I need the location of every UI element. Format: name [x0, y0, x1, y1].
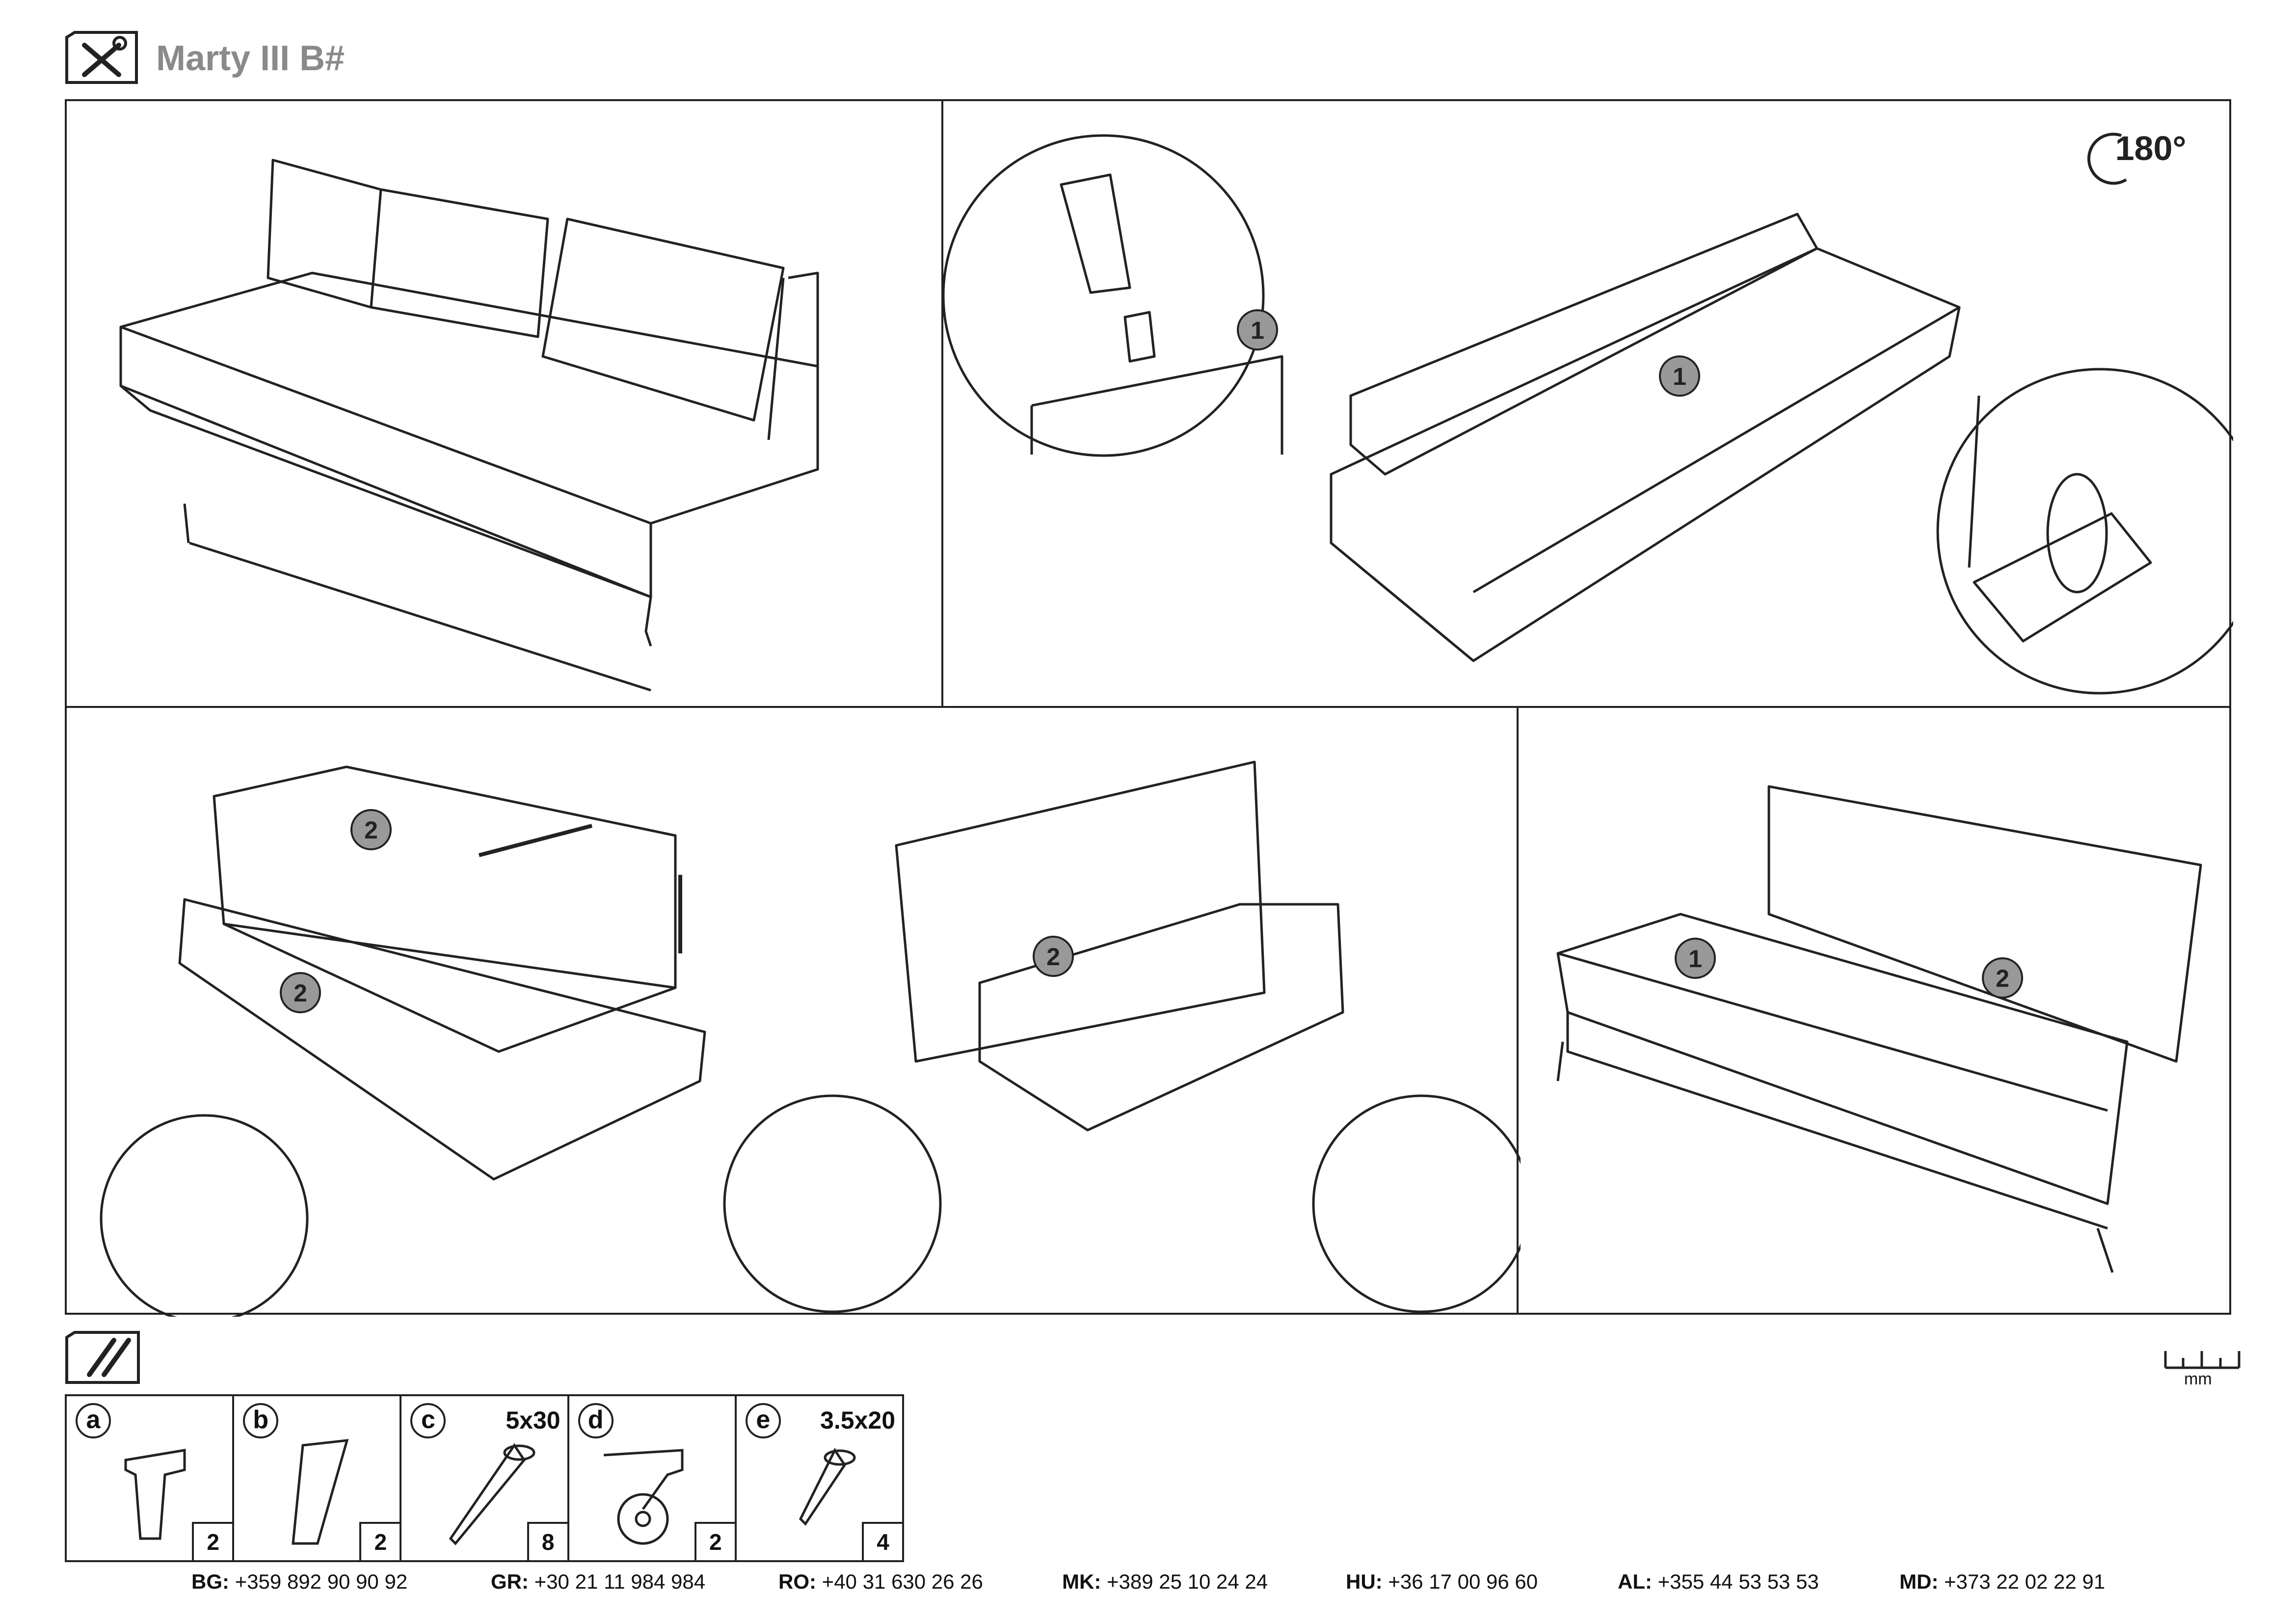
contact-code: AL:	[1618, 1570, 1652, 1593]
page-title: Marty III B#	[156, 39, 345, 78]
tools-icon	[65, 30, 138, 84]
contact-phone: +30 21 11 984 984	[534, 1570, 706, 1593]
contact-hu: HU: +36 17 00 96 60	[1346, 1570, 1538, 1594]
contact-mk: MK: +389 25 10 24 24	[1062, 1570, 1268, 1594]
contact-code: MK:	[1062, 1570, 1101, 1593]
backrest-hinges-illustration: 2 2 2	[100, 760, 1521, 1317]
ruler-unit-label: mm	[2184, 1370, 2212, 1388]
contact-gr: GR: +30 21 11 984 984	[491, 1570, 705, 1594]
part-letter: b	[243, 1403, 279, 1438]
part-a: a 2	[67, 1396, 235, 1560]
part-c: c 5x30 8	[401, 1396, 569, 1560]
part-quantity: 8	[527, 1522, 567, 1560]
part-letter: c	[410, 1403, 446, 1438]
rotate-arrow-icon	[2087, 133, 2127, 185]
callout-2-d: 2	[1996, 965, 2009, 992]
contact-code: MD:	[1899, 1570, 1939, 1593]
part-b: b 2	[234, 1396, 402, 1560]
rotation-label: 180°	[2115, 129, 2187, 167]
part-quantity: 2	[359, 1522, 400, 1560]
leg-mount-icon	[124, 1449, 186, 1540]
panel-legs-casters: 1 1 180°	[941, 99, 2233, 708]
contact-code: RO:	[778, 1570, 816, 1593]
callout-2-c: 2	[1046, 943, 1060, 971]
panel-final-sofa-bed: 1 2	[1517, 706, 2231, 1315]
contact-code: GR:	[491, 1570, 529, 1593]
contact-phone: +355 44 53 53 53	[1657, 1570, 1819, 1593]
callout-2-b: 2	[294, 979, 307, 1007]
panel-assembled-sofa	[65, 99, 943, 708]
part-size: 3.5x20	[820, 1407, 896, 1434]
part-quantity: 2	[192, 1522, 233, 1560]
contact-phone: +373 22 02 22 91	[1944, 1570, 2106, 1593]
part-letter: d	[578, 1403, 614, 1438]
caster-wheel-icon	[603, 1449, 684, 1545]
contact-list: BG: +359 892 90 90 92 GR: +30 21 11 984 …	[0, 1570, 2296, 1599]
part-quantity: 2	[694, 1522, 735, 1560]
screws-icon	[65, 1330, 143, 1384]
contact-phone: +40 31 630 26 26	[822, 1570, 983, 1593]
callout-1-c: 1	[1688, 945, 1702, 973]
ruler-icon: mm	[2163, 1348, 2241, 1388]
panel-backrest-hinges: 2 2 2	[65, 706, 1521, 1317]
contact-bg: BG: +359 892 90 90 92	[191, 1570, 407, 1594]
callout-2-a: 2	[364, 816, 378, 844]
contact-phone: +359 892 90 90 92	[235, 1570, 408, 1593]
contact-md: MD: +373 22 02 22 91	[1899, 1570, 2105, 1594]
contact-phone: +36 17 00 96 60	[1388, 1570, 1538, 1593]
part-size: 5x30	[506, 1407, 561, 1434]
part-letter: e	[745, 1403, 781, 1438]
screw-long-icon	[449, 1443, 535, 1545]
leg-icon	[292, 1439, 349, 1545]
contact-ro: RO: +40 31 630 26 26	[778, 1570, 983, 1594]
part-letter: a	[76, 1403, 111, 1438]
part-e: e 3.5x20 4	[737, 1396, 903, 1560]
parts-table: a 2 b 2 c 5x30 8 d 2 e 3.5x20	[65, 1394, 904, 1562]
contact-code: HU:	[1346, 1570, 1383, 1593]
contact-phone: +389 25 10 24 24	[1106, 1570, 1268, 1593]
screw-short-icon	[799, 1448, 856, 1526]
contact-code: BG:	[191, 1570, 229, 1593]
assembled-sofa-illustration	[119, 159, 819, 692]
part-quantity: 4	[862, 1522, 903, 1560]
contact-al: AL: +355 44 53 53 53	[1618, 1570, 1819, 1594]
callout-1-b: 1	[1673, 363, 1686, 390]
part-d: d 2	[569, 1396, 737, 1560]
legs-casters-illustration: 1 1 180°	[943, 129, 2233, 695]
callout-1-a: 1	[1251, 317, 1264, 344]
sofa-bed-illustration: 1 2	[1556, 785, 2202, 1273]
